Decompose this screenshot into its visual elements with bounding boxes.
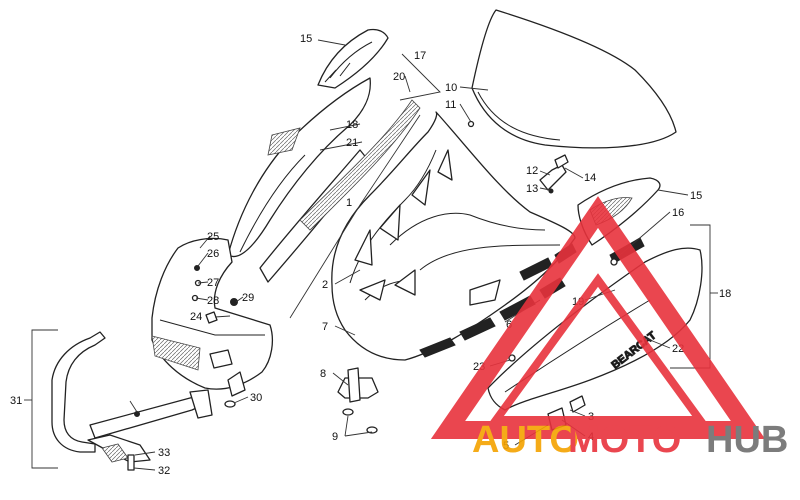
screw-16 (610, 258, 618, 266)
callout-15-left: 15 (300, 33, 312, 45)
callout-13: 13 (526, 183, 538, 195)
watermark-text-moto: MOTO (568, 419, 681, 461)
callout-7: 7 (322, 321, 328, 333)
callout-6: 6 (506, 319, 512, 331)
callout-16: 16 (672, 207, 684, 219)
seal-strip-19 (299, 99, 421, 231)
watermark-triangle-inner (488, 273, 708, 424)
callout-20: 21 (346, 137, 358, 149)
mount-bracket (337, 367, 379, 434)
screw-11 (467, 120, 475, 128)
callout-31: 32 (158, 465, 170, 477)
callout-25: 26 (207, 248, 219, 260)
watermark-triangle (430, 196, 766, 439)
bumper (51, 331, 213, 463)
watermark: AUTO MOTO HUB (430, 196, 788, 461)
callout-17-left: 17 (414, 50, 426, 62)
callout-28: 29 (242, 292, 254, 304)
callout-30: 31 (10, 395, 22, 407)
windshield (467, 9, 677, 149)
callout-32: 33 (158, 447, 170, 459)
callout-23: 24 (190, 311, 202, 323)
callout-10: 10 (445, 82, 457, 94)
callout-17-right: 18 (719, 288, 731, 300)
lens-left (317, 28, 389, 89)
callout-24: 25 (207, 231, 219, 243)
hood (331, 111, 577, 361)
callout-2: 2 (322, 279, 328, 291)
callout-12: 12 (526, 165, 538, 177)
watermark-text-hub: HUB (706, 419, 788, 461)
side-panel-left (227, 77, 421, 283)
callout-1: 1 (346, 197, 352, 209)
callout-19: 20 (393, 71, 405, 83)
callout-9: 9 (332, 431, 338, 443)
callout-labels: 15 17 20 10 11 18 21 1 2 7 6 12 13 14 15… (10, 33, 731, 477)
callout-14: 14 (584, 172, 596, 184)
callout-27: 28 (207, 295, 219, 307)
callout-11: 11 (445, 99, 456, 111)
callout-8: 8 (320, 368, 326, 380)
callout-18-left: 18 (346, 119, 358, 131)
callout-26: 27 (207, 277, 219, 289)
callout-15-right: 15 (690, 190, 702, 202)
callout-29: 30 (250, 392, 262, 404)
bracket-12 (539, 154, 569, 194)
callout-5: 5 (503, 440, 509, 452)
watermark-text-auto: AUTO (472, 419, 579, 461)
